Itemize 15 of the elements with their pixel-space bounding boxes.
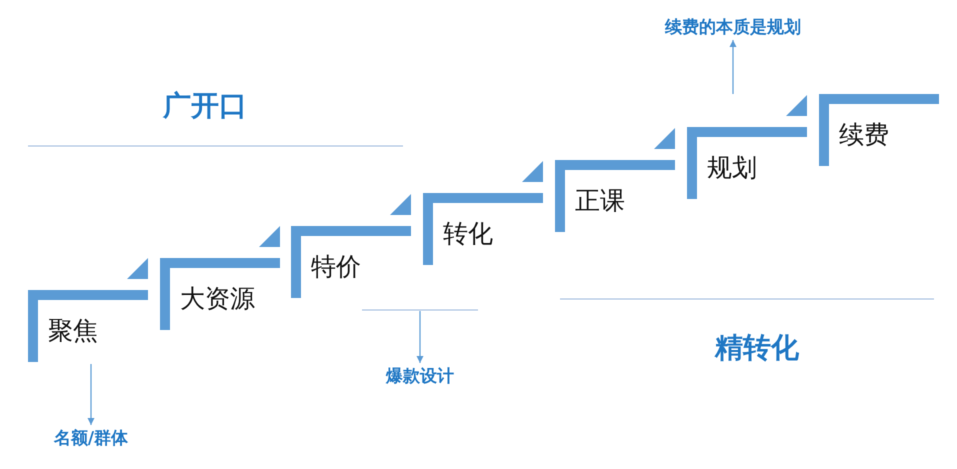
note-text: 爆款设计 xyxy=(386,364,454,388)
arrow xyxy=(416,311,424,363)
step-label: 大资源 xyxy=(180,283,255,315)
arrow xyxy=(88,364,94,425)
step-label: 转化 xyxy=(443,218,493,250)
note-text: 续费的本质是规划 xyxy=(665,16,801,38)
step-label: 特价 xyxy=(311,251,361,283)
step-label: 正课 xyxy=(575,185,625,217)
step-label: 聚焦 xyxy=(48,315,98,347)
arrow xyxy=(730,40,736,94)
note-text: 名额/群体 xyxy=(54,426,128,450)
step-label: 续费 xyxy=(839,119,889,151)
step-label: 规划 xyxy=(707,152,757,184)
section-heading: 精转化 xyxy=(715,330,799,366)
section-heading: 广开口 xyxy=(163,88,247,124)
